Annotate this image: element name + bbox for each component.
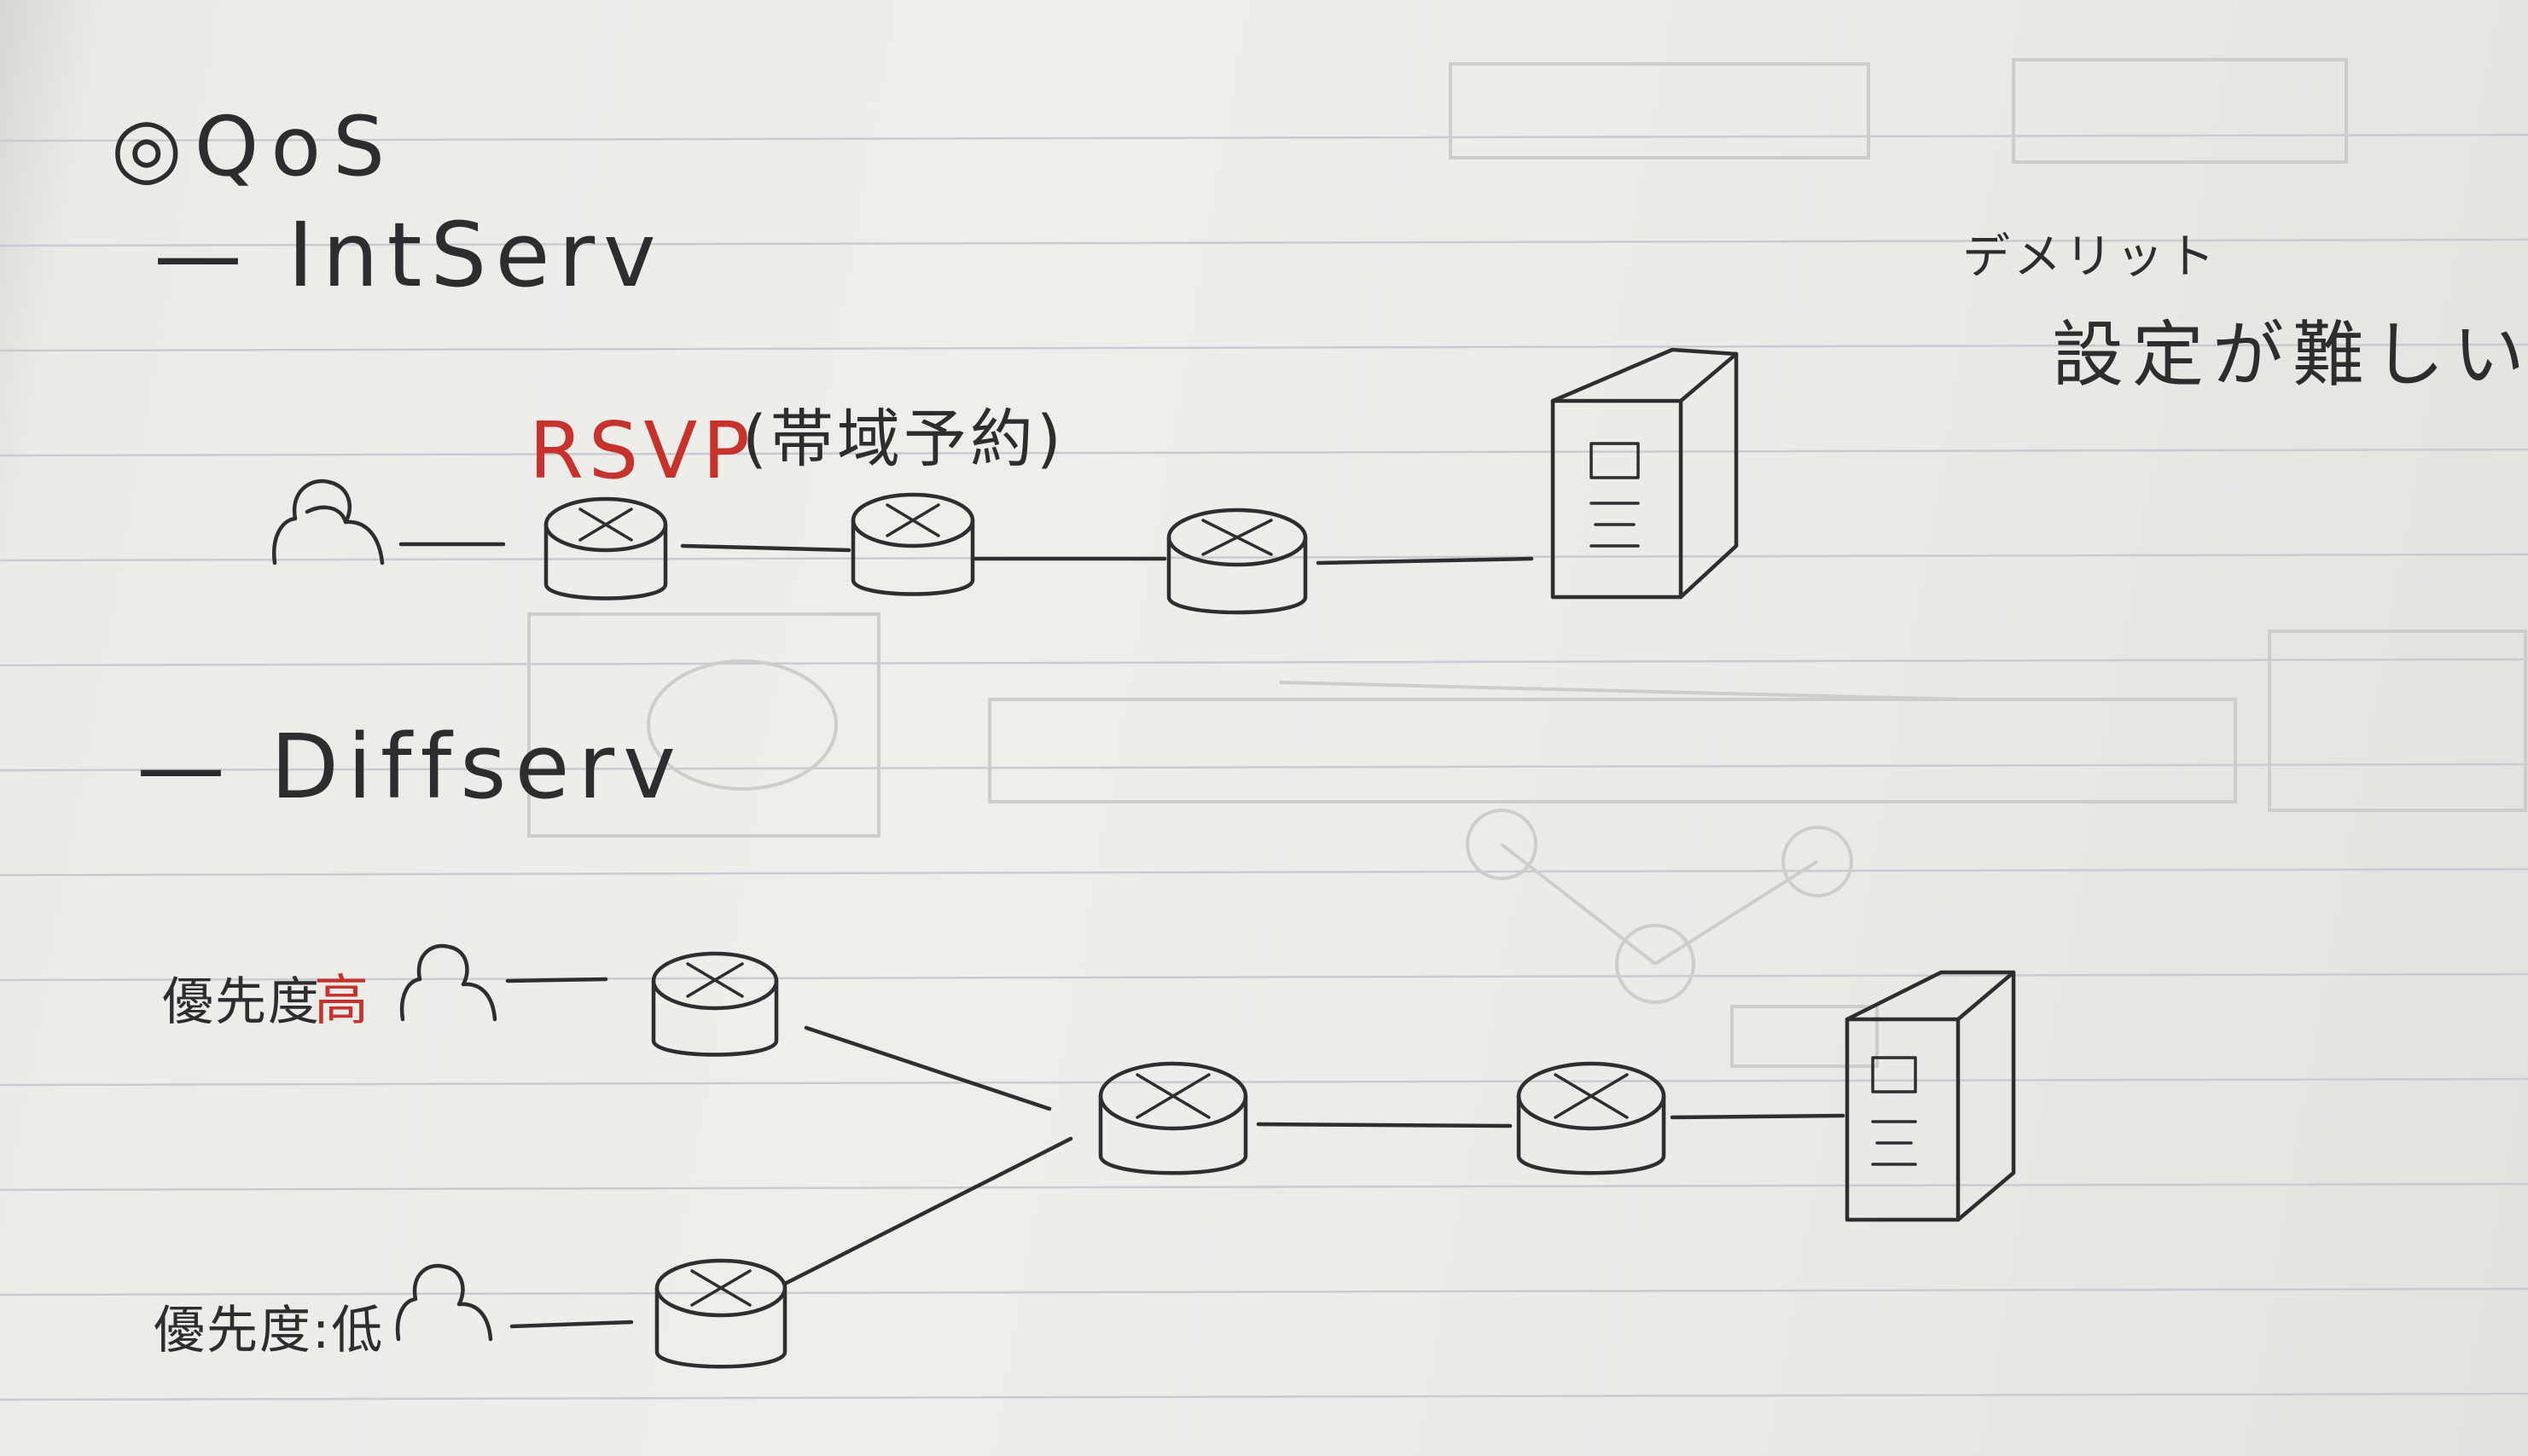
priority-low-label: 優先度:低 [154, 1301, 384, 1360]
rsvp-label: RSVP [529, 405, 755, 496]
user-icon [399, 943, 497, 1022]
demerit-label: デメリット [1962, 229, 2218, 285]
show-through-marks [527, 58, 2527, 1068]
router-icon [1516, 1061, 1666, 1175]
router-icon [1098, 1061, 1248, 1175]
user-icon [395, 1263, 493, 1342]
server-icon [1845, 970, 2016, 1222]
router-icon [654, 1258, 787, 1369]
diffserv-heading: — Diffserv [137, 715, 684, 819]
qos-title: ◎QoS [111, 99, 397, 194]
rsvp-note: (帯域予約) [742, 403, 1065, 476]
router-icon [651, 951, 779, 1057]
demerit-text: 設定が難しい [2052, 313, 2528, 397]
priority-high-level: 高 [314, 970, 369, 1033]
router-icon [851, 492, 975, 596]
diffserv-diagram [395, 943, 2016, 1369]
intserv-heading: — IntServ [154, 203, 665, 307]
priority-high-prefix: 優先度 [162, 972, 321, 1032]
router-icon [1166, 508, 1308, 615]
ruled-lines [0, 133, 2528, 1401]
router-icon [543, 496, 668, 600]
server-icon [1550, 347, 1739, 600]
user-icon [271, 479, 385, 566]
intserv-diagram [271, 347, 1739, 615]
